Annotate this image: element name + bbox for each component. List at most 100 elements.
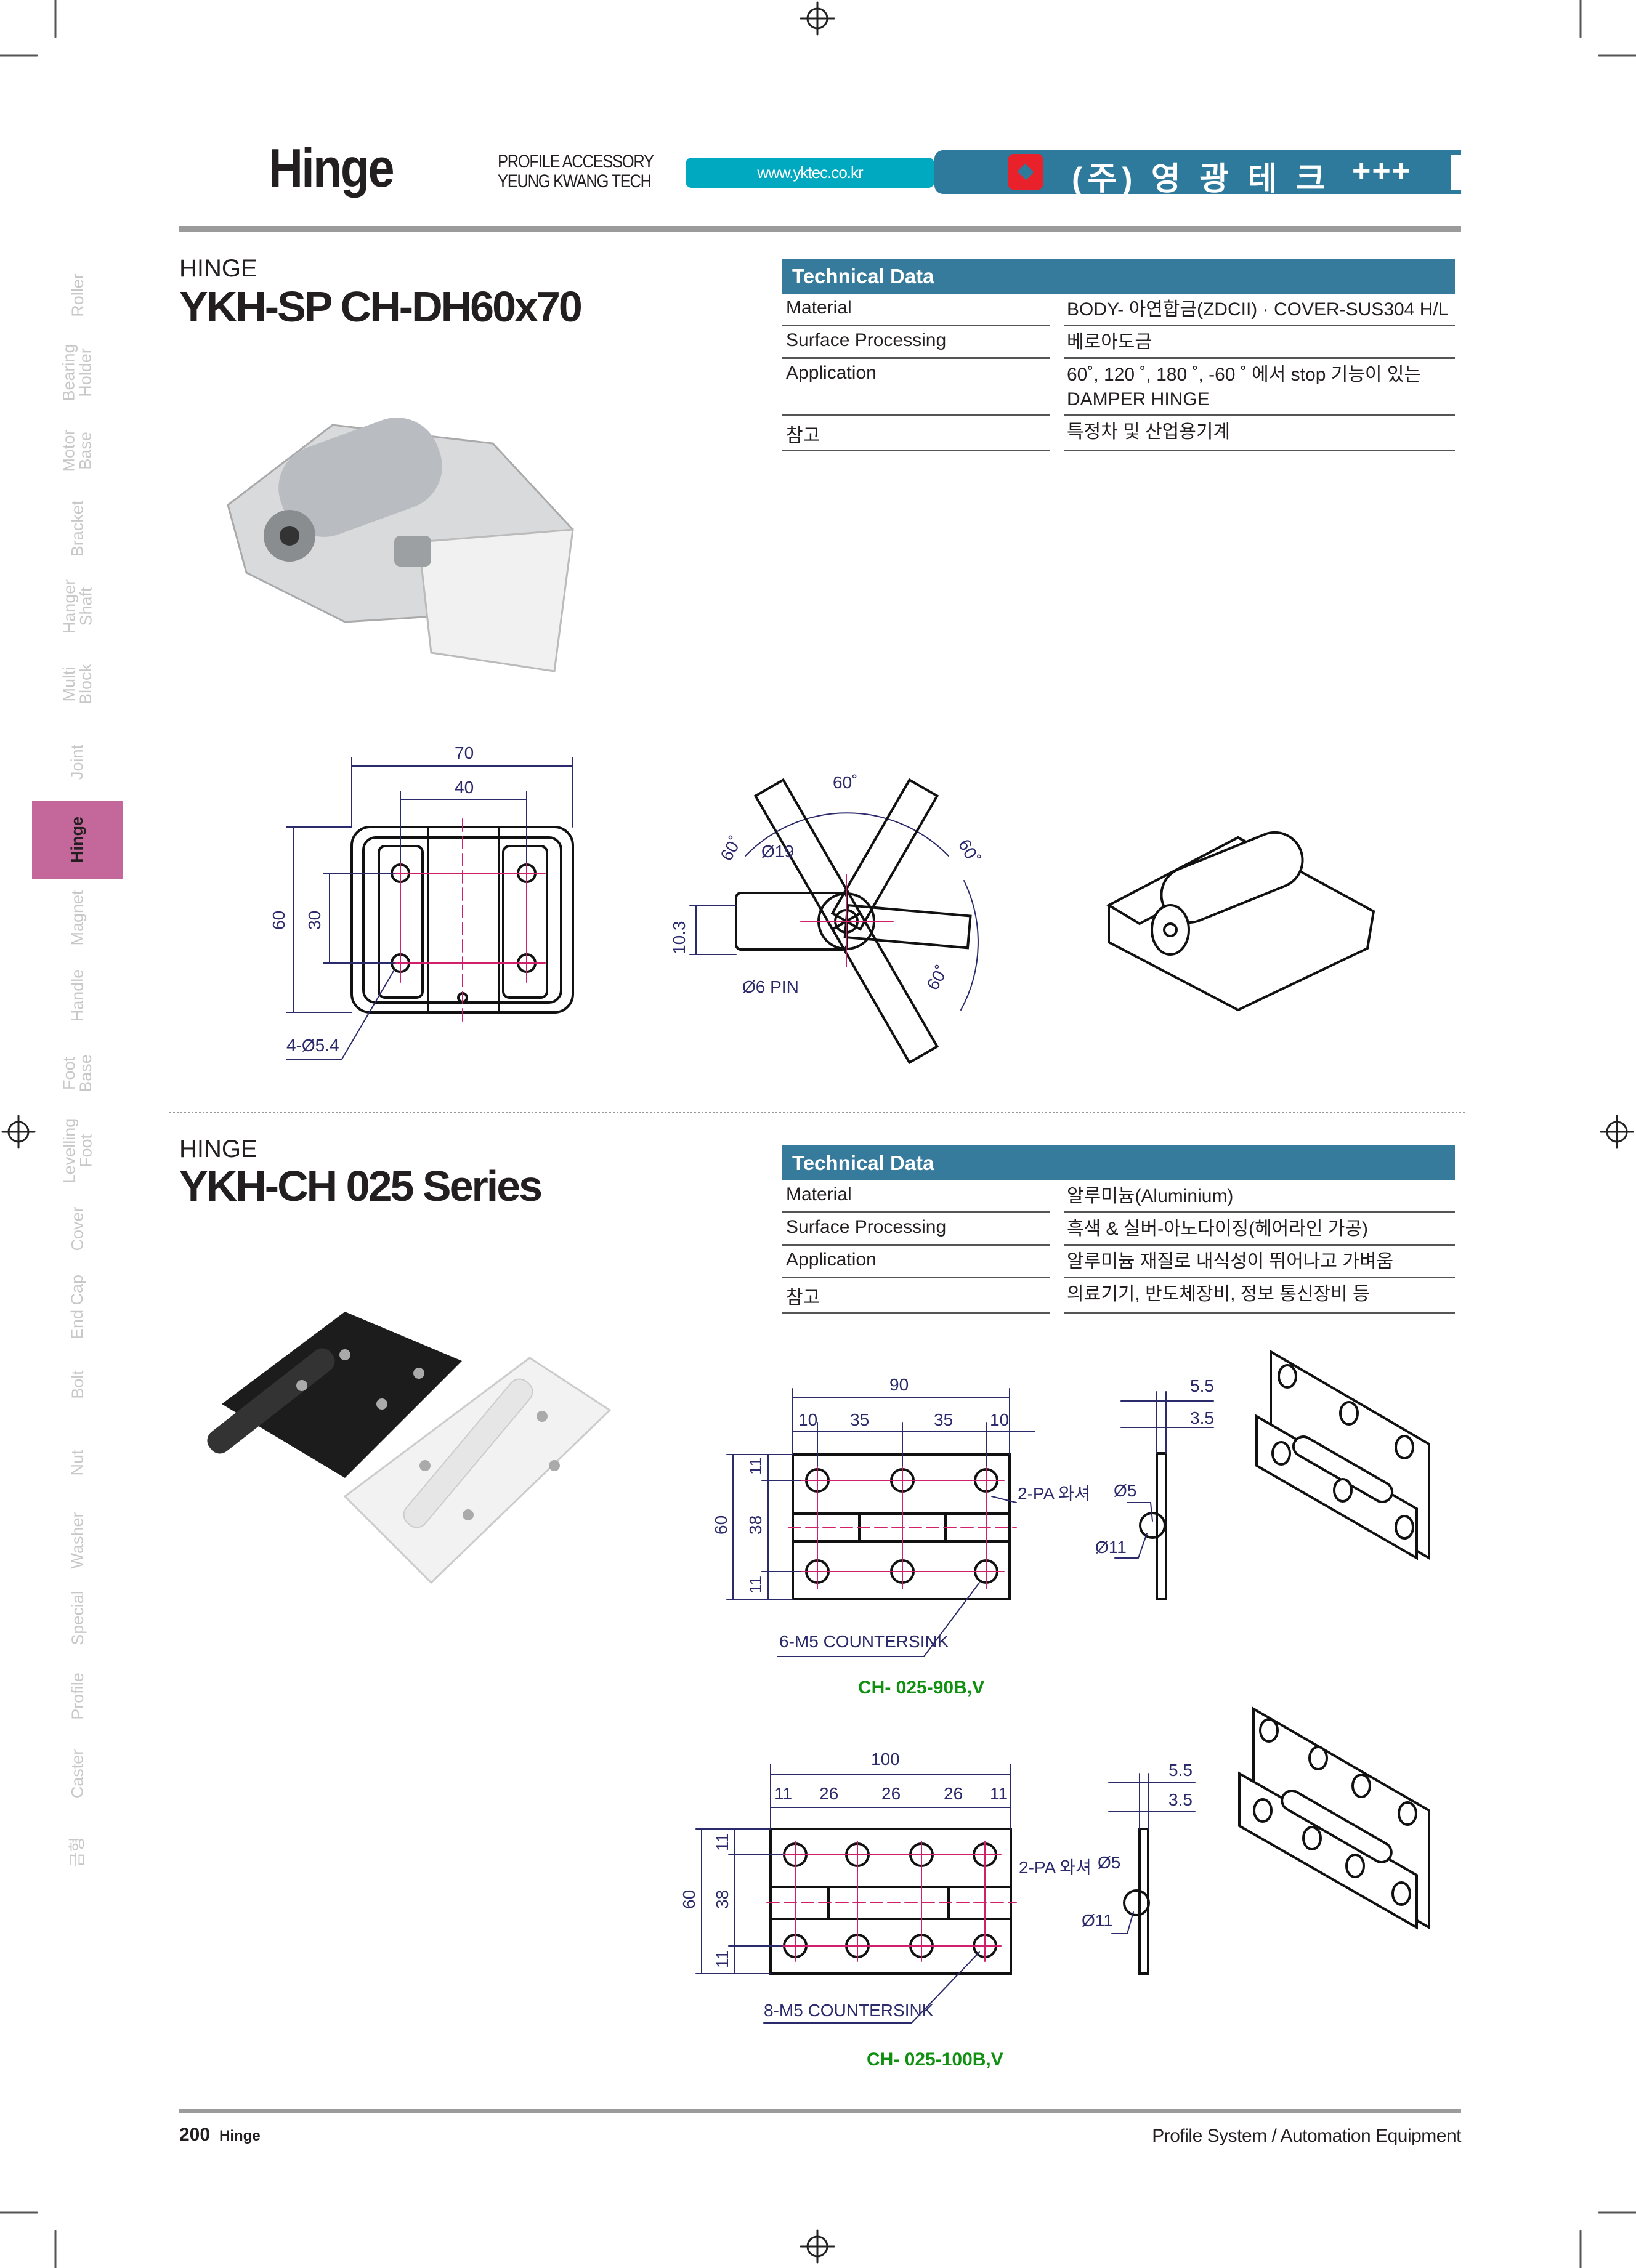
dim-100-seg: 26 xyxy=(881,1784,901,1803)
header-company-en: YEUNG KWANG TECH xyxy=(498,171,652,192)
section2-tech-table: Technical Data Material 알루미늄(Aluminium) S… xyxy=(782,1145,1455,1314)
row-value-line1: 60˚, 120 ˚, 180 ˚, -60 ˚ 에서 stop 기능이 있는 xyxy=(1067,365,1422,385)
section1-tech-table: Technical Data Material BODY- 아연합금(ZDCII)… xyxy=(782,259,1455,451)
dim-width-40: 40 xyxy=(455,778,474,797)
row-value: 흑색 & 실버-아노다이징(헤어라인 가공) xyxy=(1064,1213,1455,1246)
dim-90-v: 11 xyxy=(746,1457,765,1475)
dim-90-washer: 2-PA 와셔 xyxy=(1018,1484,1090,1503)
drawing-90-name: CH- 025-90B,V xyxy=(858,1677,984,1698)
dim-100-total: 100 xyxy=(871,1749,900,1769)
drawing-100-name: CH- 025-100B,V xyxy=(867,2049,1003,2070)
header-plus-decoration: +++ xyxy=(1352,153,1412,189)
product-photo-damper-hinge xyxy=(227,418,574,672)
dim-100-height: 60 xyxy=(679,1890,699,1909)
dim-100-v: 11 xyxy=(713,1950,732,1968)
website-link[interactable]: www.yktec.co.kr xyxy=(686,158,934,188)
header-end-mark xyxy=(1451,155,1461,190)
dim-90-seg: 35 xyxy=(934,1410,953,1429)
dim-angle-bottom: 60˚ xyxy=(923,962,952,993)
front-view-drawing xyxy=(286,757,574,1060)
sidebar-item-hinge[interactable]: Hinge xyxy=(32,801,123,879)
row-key: Application xyxy=(786,363,877,383)
dim-100-seg: 26 xyxy=(944,1784,963,1803)
isometric-ch025-100 xyxy=(1238,1706,1430,1930)
isometric-ch025-90 xyxy=(1255,1349,1430,1560)
dim-90-seg: 10 xyxy=(798,1410,817,1429)
footer-page-number: 200 xyxy=(179,2125,211,2145)
section2-category: HINGE xyxy=(179,1136,257,1163)
row-key: Surface Processing xyxy=(782,1213,1050,1246)
header-rule xyxy=(179,226,1461,232)
section2-model: YKH-CH 025 Series xyxy=(179,1162,543,1210)
section-divider xyxy=(169,1112,1465,1113)
dim-angle-top: 60˚ xyxy=(833,773,857,792)
dim-100-v: 38 xyxy=(713,1890,732,1909)
page-title: Hinge xyxy=(269,137,395,198)
row-key: Material xyxy=(782,1180,1050,1213)
dim-100-seg: 11 xyxy=(990,1784,1008,1803)
dim-100-washer: 2-PA 와셔 xyxy=(1019,1858,1091,1877)
row-key: 참고 xyxy=(782,414,1050,451)
row-key: Surface Processing xyxy=(782,326,1050,359)
table-row: Surface Processing 흑색 & 실버-아노다이징(헤어라인 가공) xyxy=(782,1213,1455,1246)
rotation-angle-drawing xyxy=(689,778,979,1065)
dim-90-seg: 35 xyxy=(850,1410,869,1429)
dim-holes: 4-Ø5.4 xyxy=(286,1036,339,1055)
table-row: Material BODY- 아연합금(ZDCII) · COVER-SUS304… xyxy=(782,294,1455,326)
row-value: BODY- 아연합금(ZDCII) · COVER-SUS304 H/L xyxy=(1064,294,1455,326)
section1-model: YKH-SP CH-DH60x70 xyxy=(179,283,583,331)
drawing-ch025-90 xyxy=(726,1388,1214,1657)
row-value: 60˚, 120 ˚, 180 ˚, -60 ˚ 에서 stop 기능이 있는 D… xyxy=(1064,359,1455,414)
dim-90-total: 90 xyxy=(889,1375,909,1394)
dim-angle-right: 60˚ xyxy=(955,836,984,868)
dim-90-countersink: 6-M5 COUNTERSINK xyxy=(779,1632,949,1651)
header-subtitle: PROFILE ACCESSORY xyxy=(498,151,654,172)
dim-90-p11: Ø11 xyxy=(1095,1538,1127,1557)
row-value: 베로아도금 xyxy=(1064,326,1455,359)
dim-90-v: 11 xyxy=(746,1576,765,1594)
dim-height-30: 30 xyxy=(305,911,324,930)
company-logo-icon xyxy=(1008,154,1043,190)
footer-rule xyxy=(179,2109,1461,2113)
row-value: 알루미늄(Aluminium) xyxy=(1064,1180,1455,1213)
drawing-ch025-100 xyxy=(695,1764,1196,2024)
dim-90-t1: 5.5 xyxy=(1190,1376,1214,1395)
dim-100-p11: Ø11 xyxy=(1082,1911,1113,1930)
dim-angle-left: 60˚ xyxy=(716,833,745,864)
dim-100-seg: 26 xyxy=(819,1784,838,1803)
table-row: Application 60˚, 120 ˚, 180 ˚, -60 ˚ 에서 s… xyxy=(782,359,1455,414)
row-value: 알루미늄 재질로 내식성이 뛰어나고 가벼움 xyxy=(1064,1246,1455,1278)
row-value-line2: DAMPER HINGE xyxy=(1067,389,1210,410)
row-key: 참고 xyxy=(782,1278,1050,1314)
dim-90-p5: Ø5 xyxy=(1114,1481,1136,1500)
section1-category: HINGE xyxy=(179,255,257,282)
tech-table-header: Technical Data xyxy=(782,1145,1455,1180)
dim-100-seg: 11 xyxy=(774,1784,792,1803)
dim-90-seg: 10 xyxy=(990,1410,1009,1429)
company-name: (주) 영 광 테 크 xyxy=(1072,161,1330,197)
dim-100-p5: Ø5 xyxy=(1098,1853,1120,1872)
row-key: Material xyxy=(782,294,1050,326)
footer-right-text: Profile System / Automation Equipment xyxy=(1152,2126,1461,2146)
table-row: 참고 특정차 및 산업용기계 xyxy=(782,414,1455,451)
tech-table-header: Technical Data xyxy=(782,259,1455,294)
dim-100-t1: 5.5 xyxy=(1168,1761,1193,1780)
dim-90-height: 60 xyxy=(711,1515,731,1535)
dim-100-countersink: 8-M5 COUNTERSINK xyxy=(764,2001,934,2020)
dim-90-t2: 3.5 xyxy=(1190,1408,1214,1427)
dim-width-70: 70 xyxy=(455,743,474,762)
dim-100-t2: 3.5 xyxy=(1168,1790,1193,1809)
dim-10-3: 10.3 xyxy=(670,921,689,955)
isometric-damper-hinge xyxy=(1106,831,1375,1012)
dim-dia-19: Ø19 xyxy=(761,842,794,861)
dim-100-v: 11 xyxy=(713,1833,732,1851)
row-value: 특정차 및 산업용기계 xyxy=(1064,414,1455,451)
footer-section: Hinge xyxy=(219,2128,261,2144)
dim-pin: Ø6 PIN xyxy=(742,977,799,996)
product-photo-ch025-hinges xyxy=(207,1312,612,1584)
